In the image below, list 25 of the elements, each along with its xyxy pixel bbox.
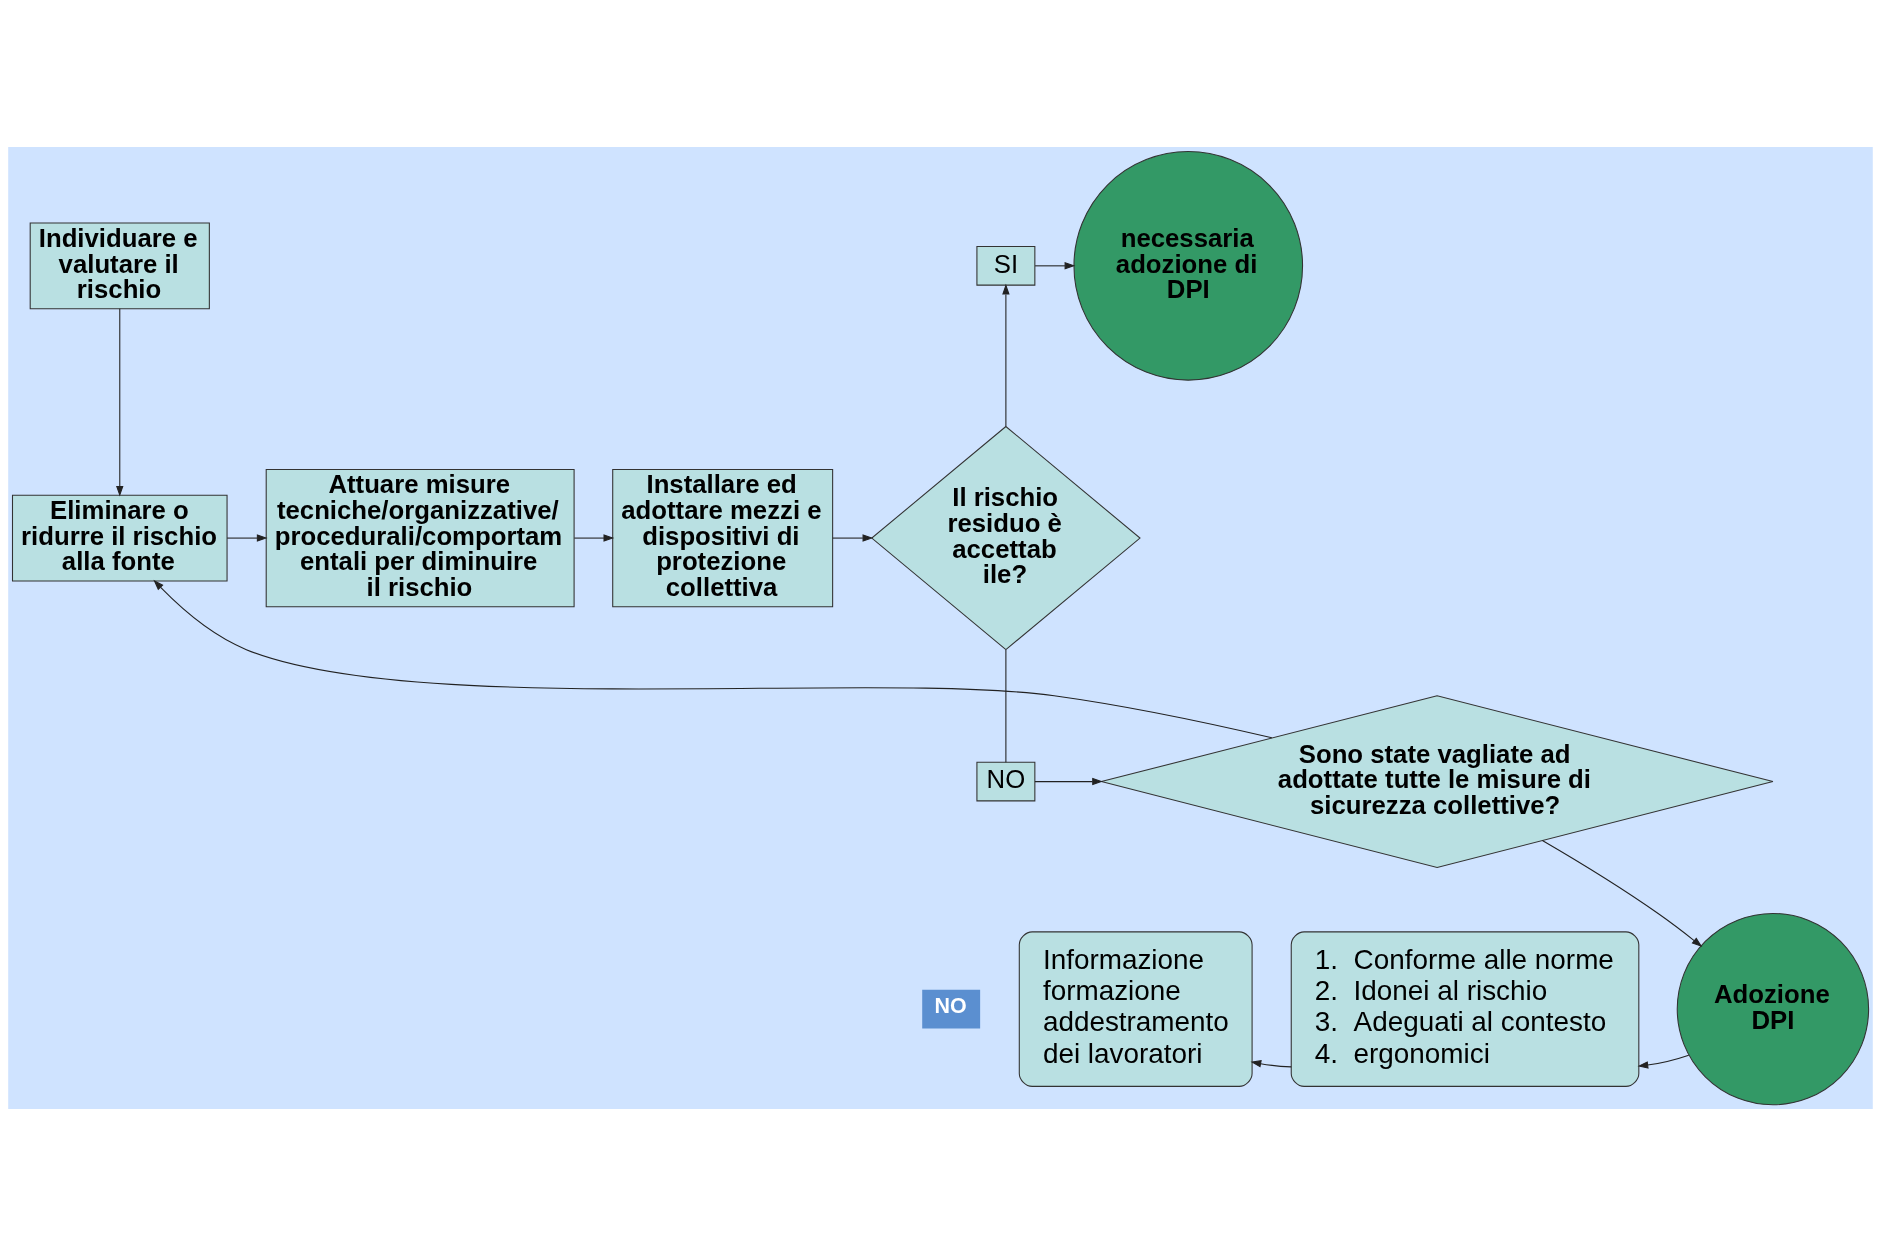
node-circle: necessaria adozione di DPI bbox=[1073, 151, 1304, 381]
node-box: Informazione formazione addestramento dei lavoratori bbox=[1018, 931, 1253, 1087]
arrow bbox=[1541, 840, 1703, 948]
node-circle: Adozione DPI bbox=[1676, 912, 1870, 1106]
arrow bbox=[832, 534, 874, 542]
node-diamond: Sono state vagliate ad adottate tutte le misure di sicurezza collettive? bbox=[1100, 695, 1774, 868]
node-box: 1. Conforme alle norme 2. Idonei al rischio 3. Adeguati al contesto 4. ergonomici bbox=[1290, 931, 1640, 1087]
arrow bbox=[1034, 262, 1076, 270]
arrow bbox=[153, 579, 1273, 739]
node-box: Installare ed adottare mezzi e dispositivi di protezione collettiva bbox=[612, 468, 834, 608]
label: NO bbox=[934, 994, 967, 1019]
arrow bbox=[1034, 777, 1103, 786]
arrow bbox=[1250, 1060, 1292, 1068]
arrow bbox=[226, 534, 268, 542]
node-diamond: Il rischio residuo è accettab ile? bbox=[870, 425, 1141, 651]
node-box: Individuare e valutare il rischio bbox=[29, 222, 210, 310]
node-box: Eliminare o ridurre il rischio alla fonte bbox=[11, 494, 228, 582]
arrow bbox=[116, 308, 124, 497]
connector bbox=[1005, 649, 1007, 763]
node-box: NO bbox=[976, 761, 1036, 802]
arrow bbox=[1637, 1054, 1690, 1069]
arrow bbox=[1002, 283, 1010, 427]
arrow bbox=[573, 534, 615, 542]
node-box: SI bbox=[976, 246, 1036, 286]
node-box: Attuare misure tecniche/organizzative/ procedurali/comportam entali per diminuire il rischio bbox=[265, 468, 575, 608]
